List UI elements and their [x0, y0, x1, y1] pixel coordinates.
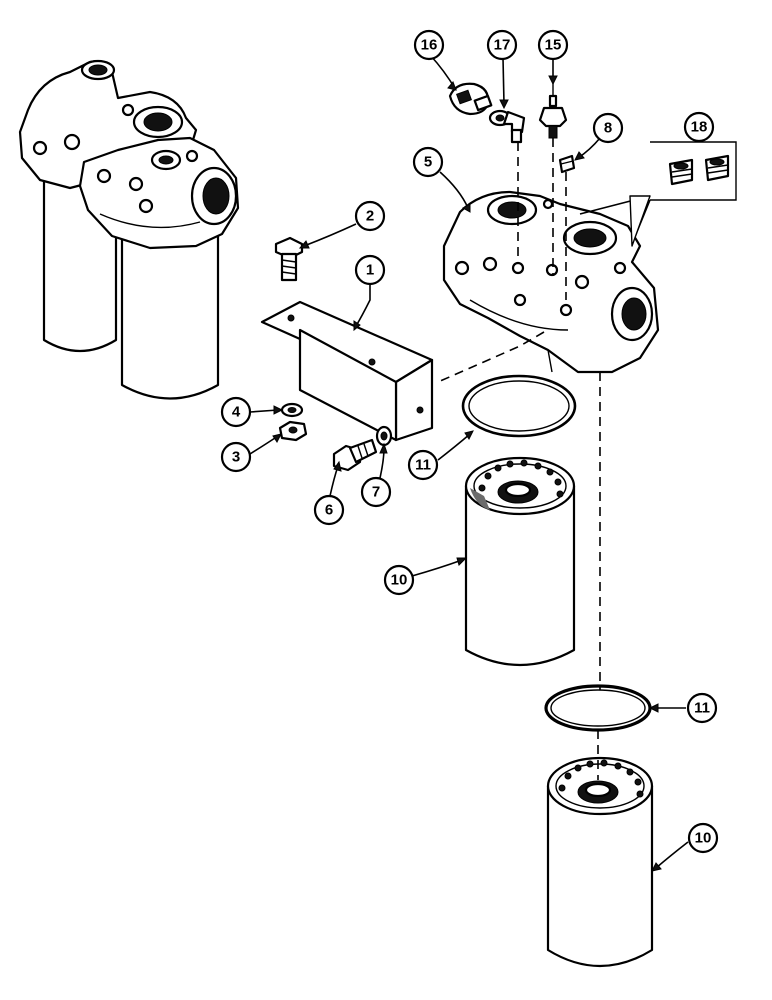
callout-2: 2	[354, 200, 386, 232]
callout-label: 2	[366, 208, 374, 225]
callout-17: 17	[486, 29, 518, 61]
callout-label: 10	[695, 830, 712, 847]
cap-screw-6	[332, 438, 378, 472]
filter-element-lower	[546, 756, 654, 967]
hex-nut-3	[278, 420, 308, 442]
element-perforations	[478, 459, 564, 498]
leader-lines	[249, 54, 689, 872]
callout-label: 4	[232, 404, 241, 421]
callout-label: 7	[372, 484, 380, 501]
lock-washer-4	[280, 402, 304, 418]
callout-18: 18	[683, 111, 715, 143]
seal-ring-lower	[544, 684, 652, 732]
cap-screw-2	[274, 236, 304, 282]
callout-label: 5	[424, 154, 432, 171]
callout-label: 1	[366, 262, 374, 279]
callout-label: 3	[232, 449, 240, 466]
callout-10-upper: 10	[383, 564, 415, 596]
callout-11-upper: 11	[407, 449, 439, 481]
callout-7: 7	[360, 476, 392, 508]
pipe-plug-8	[558, 154, 576, 174]
callout-11-lower: 11	[686, 692, 718, 724]
elbow-fitting	[488, 109, 526, 144]
mounting-bracket	[260, 300, 434, 442]
assembled-filter-unit	[18, 59, 240, 400]
callout-label: 6	[325, 502, 333, 519]
callout-label: 16	[421, 37, 438, 54]
pressure-switch	[448, 82, 493, 116]
callout-16: 16	[413, 29, 445, 61]
callout-8: 8	[592, 112, 624, 144]
callout-label: 17	[494, 37, 511, 54]
callout-label: 18	[691, 119, 708, 136]
temperature-sender	[538, 82, 568, 139]
callout-15: 15	[537, 29, 569, 61]
callout-label: 15	[545, 37, 562, 54]
filter-element-upper	[464, 456, 576, 666]
callout-label: 11	[415, 457, 431, 474]
callout-3: 3	[220, 441, 252, 473]
assembly-lines	[437, 138, 601, 780]
callout-1: 1	[354, 254, 386, 286]
element-perforations-lower	[558, 759, 644, 798]
pipe-plug-set-18	[579, 141, 737, 247]
callout-5: 5	[412, 146, 444, 178]
callout-label: 8	[604, 120, 612, 137]
lock-washer-7	[375, 425, 393, 447]
callout-label: 10	[391, 572, 408, 589]
callout-10-lower: 10	[687, 822, 719, 854]
callout-4: 4	[220, 396, 252, 428]
callout-6: 6	[313, 494, 345, 526]
filter-head	[442, 190, 660, 374]
callout-label: 11	[694, 700, 710, 717]
seal-ring-upper	[461, 374, 577, 438]
